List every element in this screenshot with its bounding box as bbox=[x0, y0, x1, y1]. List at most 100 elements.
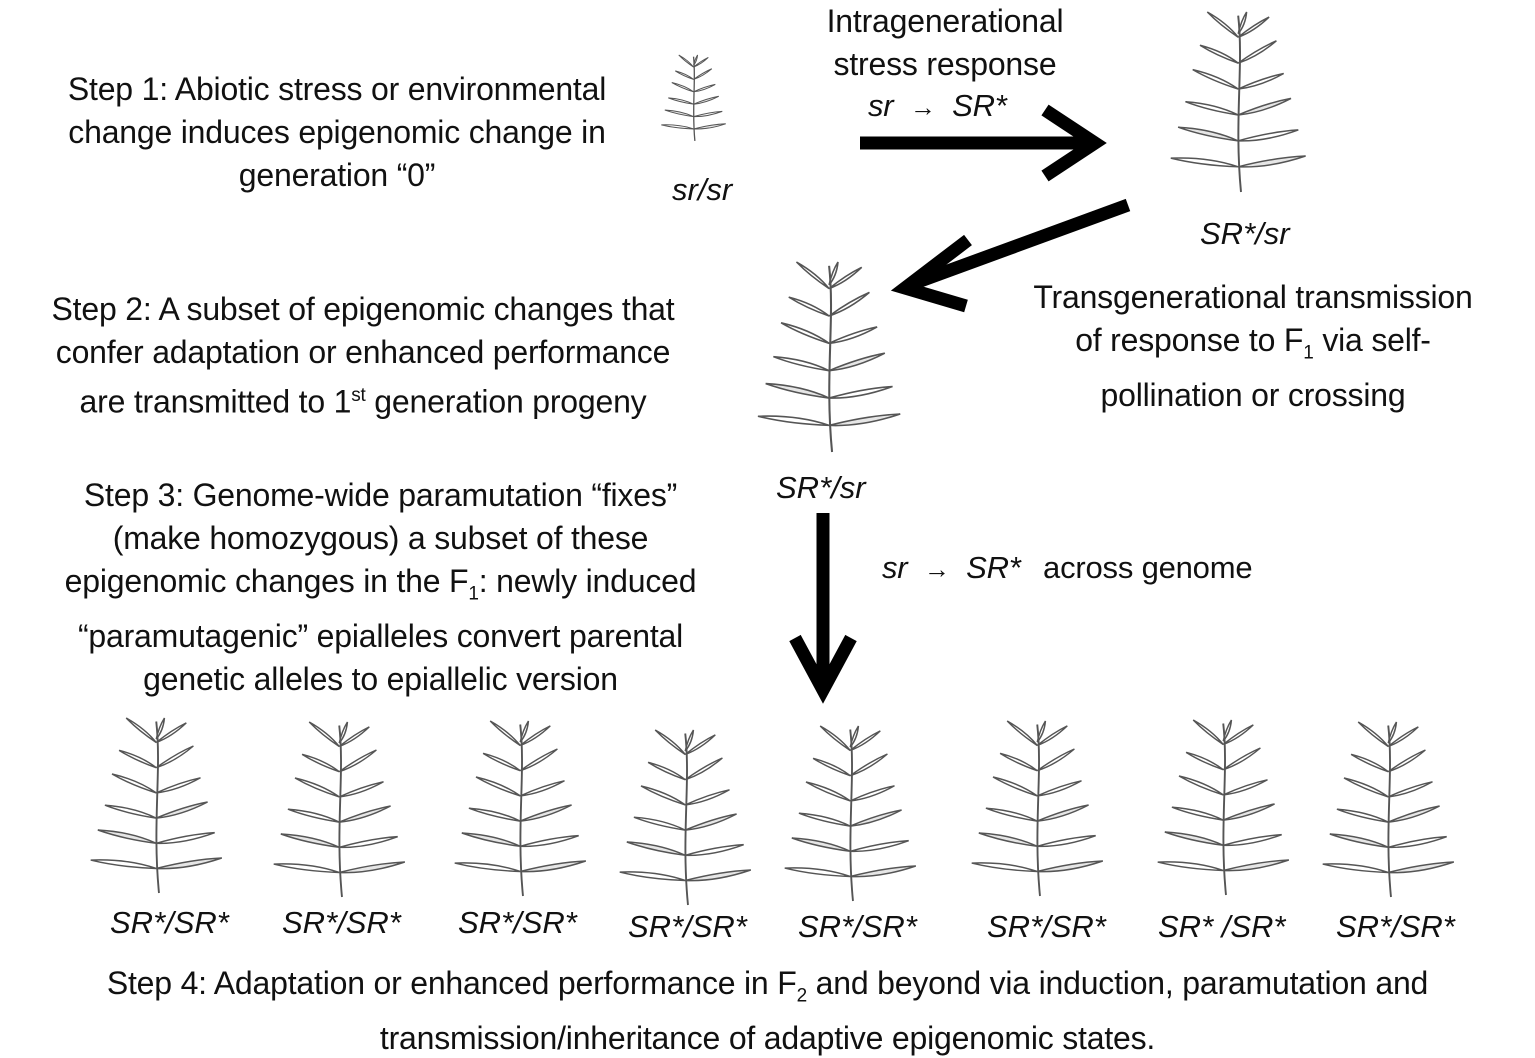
plant-leaf bbox=[971, 862, 1038, 873]
plant-leaf bbox=[1222, 747, 1261, 771]
plant-leaf bbox=[992, 776, 1038, 797]
plant-leaf bbox=[1157, 861, 1224, 872]
plant-leaf bbox=[280, 833, 340, 849]
plant-leaf bbox=[693, 110, 723, 118]
step2-line3-pre: are transmitted to 1 bbox=[79, 383, 352, 420]
step1-line3: generation “0” bbox=[238, 157, 436, 193]
plant-icon-f2 bbox=[1157, 719, 1290, 896]
plant-leaf bbox=[849, 753, 888, 777]
plant-leaf bbox=[685, 869, 752, 882]
plant-leaf bbox=[849, 730, 881, 752]
step3-text: Step 3: Genome-wide paramutation “fixes”… bbox=[8, 474, 753, 701]
allele-sr: sr bbox=[882, 550, 908, 585]
step1-line2: change induces epigenomic change in bbox=[68, 114, 606, 150]
plant-icon-f2 bbox=[784, 725, 917, 902]
plant-leaf bbox=[1223, 833, 1282, 847]
plant-leaf bbox=[519, 725, 551, 747]
plant-leaf bbox=[1206, 11, 1239, 38]
plant-leaf bbox=[1036, 748, 1075, 772]
plant-leaf bbox=[850, 865, 917, 878]
plant-leaf bbox=[519, 804, 572, 822]
across-genome-suffix: across genome bbox=[1043, 550, 1253, 585]
plant-icon-stressed bbox=[1170, 11, 1306, 193]
plant-leaf bbox=[828, 326, 878, 345]
plant-leaf bbox=[339, 861, 406, 874]
step3-line3: epigenomic changes in the F1: newly indu… bbox=[8, 560, 753, 615]
plant-leaf bbox=[633, 816, 686, 831]
plant-leaf bbox=[684, 757, 723, 781]
step2-line3-post: generation progeny bbox=[365, 383, 647, 420]
plant-leaf bbox=[619, 871, 686, 882]
genotype-f2: SR*/SR* bbox=[987, 909, 1106, 944]
plant-leaf bbox=[693, 123, 726, 130]
plant-leaf bbox=[155, 745, 194, 769]
plant-leaf bbox=[1037, 860, 1104, 873]
intragenerational-line1: Intragenerational bbox=[826, 3, 1064, 39]
plant-leaf bbox=[97, 829, 157, 845]
plant-leaf bbox=[675, 70, 694, 80]
step3-line2: (make homozygous) a subset of these bbox=[112, 520, 649, 556]
transgenerational-line2: of response to F1 via self- bbox=[998, 319, 1508, 374]
genotype-f2: SR*/SR* bbox=[110, 905, 229, 940]
plant-leaf bbox=[1222, 803, 1275, 821]
plant-tip-leaf bbox=[693, 54, 699, 66]
plant-tip-leaf bbox=[828, 261, 839, 286]
plant-leaf bbox=[1185, 100, 1239, 116]
plant-leaf bbox=[1387, 726, 1419, 748]
step4-line1-pre: Step 4: Adaptation or enhanced performan… bbox=[106, 965, 797, 1001]
plant-leaf bbox=[765, 382, 830, 399]
arrow-intragenerational bbox=[860, 104, 1107, 182]
plant-leaf bbox=[273, 863, 340, 874]
plant-tip-leaf bbox=[155, 717, 166, 740]
plant-leaf bbox=[684, 789, 730, 806]
plant-leaf bbox=[678, 54, 694, 68]
plant-leaf bbox=[1164, 831, 1224, 847]
plant-leaf bbox=[1388, 835, 1447, 849]
plant-tip-leaf bbox=[684, 729, 695, 752]
plant-leaf bbox=[693, 95, 719, 105]
plant-leaf bbox=[294, 777, 340, 798]
plant-leaf bbox=[693, 56, 709, 68]
allele-sr: sr bbox=[868, 88, 894, 123]
genotype-stressed: SR*/sr bbox=[1200, 216, 1290, 251]
plant-leaf bbox=[1192, 68, 1239, 90]
plant-tip-leaf bbox=[1237, 11, 1248, 35]
plant-leaf bbox=[819, 725, 851, 752]
plant-leaf bbox=[1222, 724, 1254, 746]
plant-leaf bbox=[693, 83, 716, 93]
plant-leaf bbox=[156, 831, 215, 845]
plant-leaf bbox=[339, 835, 398, 849]
plant-leaf bbox=[287, 808, 340, 823]
plant-leaf bbox=[155, 722, 187, 744]
plant-tip-leaf bbox=[849, 725, 860, 748]
intragenerational-line2: stress response bbox=[833, 46, 1057, 82]
plant-leaf bbox=[684, 813, 737, 831]
plant-leaf bbox=[664, 109, 694, 118]
plant-leaf bbox=[520, 834, 579, 848]
plant-leaf bbox=[104, 804, 157, 819]
plant-leaf bbox=[1171, 806, 1224, 821]
plant-leaf bbox=[1237, 16, 1270, 38]
plant-leaf bbox=[684, 734, 716, 756]
step1-text: Step 1: Abiotic stress or environmental … bbox=[22, 68, 652, 197]
plant-leaf bbox=[791, 837, 851, 853]
plant-leaf bbox=[828, 413, 901, 427]
plant-leaf bbox=[1237, 72, 1285, 90]
plant-leaf bbox=[1177, 126, 1239, 142]
plant-icon-f2 bbox=[971, 720, 1104, 897]
plant-leaf bbox=[828, 352, 886, 372]
plant-leaf bbox=[828, 385, 893, 399]
plant-leaf bbox=[1170, 157, 1239, 168]
plant-leaf bbox=[1388, 861, 1455, 874]
step3-line5: genetic alleles to epiallelic version bbox=[143, 661, 618, 698]
plant-leaf bbox=[111, 773, 157, 794]
plant-leaf bbox=[489, 720, 521, 747]
step2-line3: are transmitted to 1st generation progen… bbox=[2, 374, 724, 424]
step2-text: Step 2: A subset of epigenomic changes t… bbox=[2, 288, 724, 424]
allele-sr-star: SR* bbox=[966, 550, 1021, 585]
across-genome-label: sr → SR* across genome bbox=[882, 546, 1253, 591]
plant-tip-leaf bbox=[519, 720, 530, 743]
plant-icon-f1 bbox=[757, 261, 901, 453]
step3-line4: “paramutagenic” epialleles convert paren… bbox=[77, 618, 684, 655]
